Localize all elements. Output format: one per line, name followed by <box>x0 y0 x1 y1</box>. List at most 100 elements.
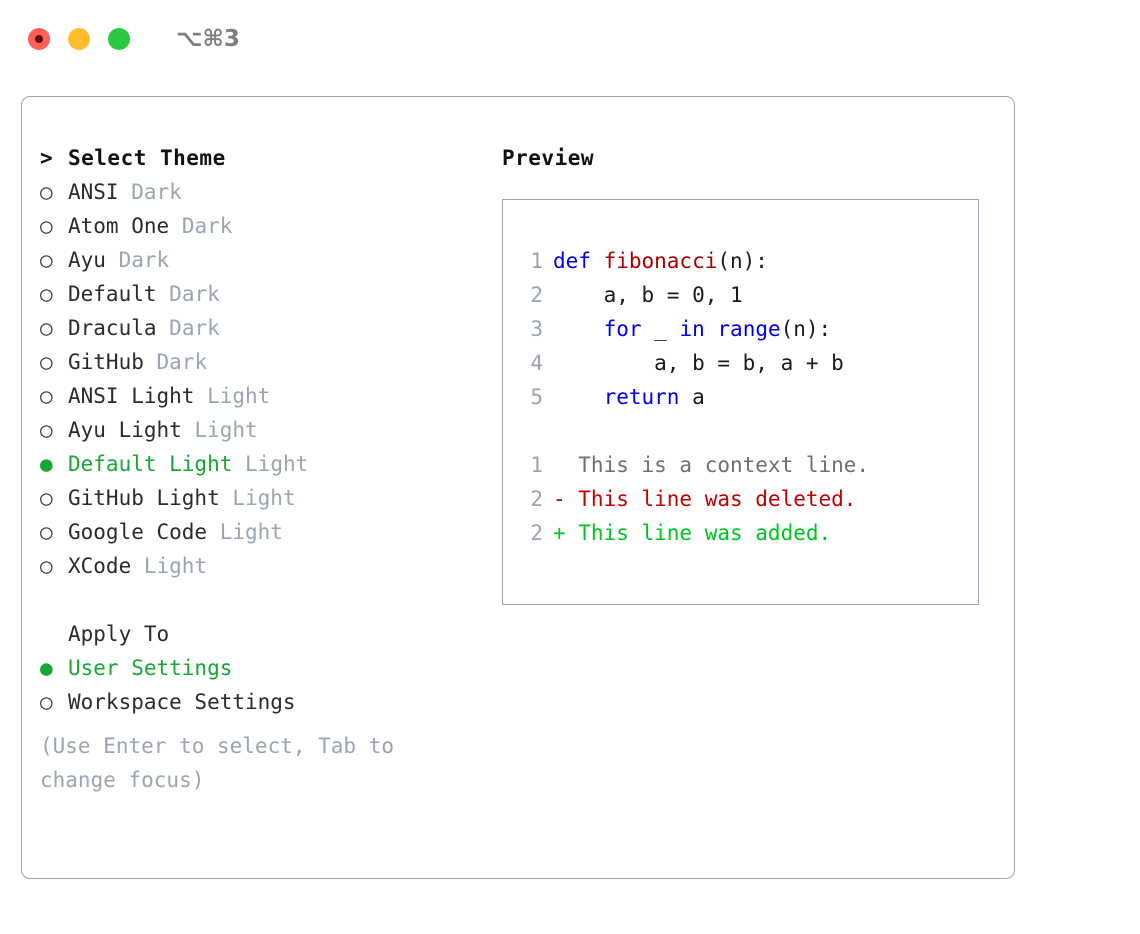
theme-name: Default <box>68 282 157 306</box>
diff-line-number: 1 <box>530 453 543 477</box>
radio-unselected-icon[interactable]: ○ <box>40 520 53 544</box>
theme-name-tag-space <box>119 175 132 209</box>
apply-to-header: ○ Apply To <box>40 617 500 651</box>
code-token: a, b = b, a + b <box>553 351 844 375</box>
theme-list-item[interactable]: ○ Ayu Dark <box>40 243 500 277</box>
radio-unselected-icon[interactable]: ○ <box>40 690 53 714</box>
select-theme-header: > Select Theme <box>40 141 500 175</box>
maximize-button[interactable] <box>108 28 130 50</box>
radio-unselected-icon[interactable]: ○ <box>40 214 53 238</box>
theme-list-item[interactable]: ○Ayu Light Light <box>40 413 500 447</box>
diff-line-number: 2 <box>530 521 543 545</box>
code-line-content: def fibonacci(n): <box>553 244 768 278</box>
select-theme-title: Select Theme <box>68 146 226 170</box>
close-button[interactable] <box>28 28 50 50</box>
theme-name: Default Light <box>68 452 233 476</box>
apply-to-option[interactable]: ○ Workspace Settings <box>40 685 500 719</box>
theme-name-tag-space <box>169 209 182 243</box>
code-token: (n): <box>717 249 768 273</box>
apply-to-option[interactable]: ● User Settings <box>40 651 500 685</box>
theme-name-tag-space <box>220 481 233 515</box>
apply-to-option-list: ● User Settings ○ Workspace Settings <box>40 651 500 719</box>
theme-list-item[interactable]: ○Google Code Light <box>40 515 500 549</box>
radio-selected-icon[interactable]: ● <box>40 656 53 680</box>
diff-line-content: This is a context line. <box>553 453 870 477</box>
apply-to-marker-placeholder: ○ <box>40 617 68 651</box>
theme-list-item[interactable]: ○Default Dark <box>40 277 500 311</box>
window-titlebar: ⌥⌘3 <box>0 0 1140 78</box>
theme-list-item[interactable]: ○ Atom One Dark <box>40 209 500 243</box>
theme-name: Ayu Light <box>68 418 182 442</box>
theme-variant-tag: Dark <box>181 214 233 238</box>
code-token: a, b = 0, 1 <box>553 283 743 307</box>
theme-list-item[interactable]: ○ANSI Light Light <box>40 379 500 413</box>
theme-name-tag-space <box>194 379 207 413</box>
theme-list-item[interactable]: ○ GitHub Dark <box>40 345 500 379</box>
code-token: _ <box>641 317 680 341</box>
code-token: in <box>679 317 705 341</box>
code-token: (n): <box>780 317 832 341</box>
theme-list-item[interactable]: ●Default Light Light <box>40 447 500 481</box>
diff-line-content: - This line was deleted. <box>553 487 857 511</box>
radio-unselected-icon[interactable]: ○ <box>40 248 53 272</box>
apply-to-title: Apply To <box>68 622 170 646</box>
code-line-content: return a <box>553 380 705 414</box>
radio-unselected-icon[interactable]: ○ <box>40 486 53 510</box>
radio-unselected-icon[interactable]: ○ <box>40 418 53 442</box>
theme-name-tag-space <box>182 413 195 447</box>
code-line-content: a, b = b, a + b <box>553 346 844 380</box>
code-line: 5 return a <box>503 380 978 414</box>
code-token: def <box>553 249 604 273</box>
theme-list-item[interactable]: ○ Dracula Dark <box>40 311 500 345</box>
code-token <box>553 385 604 409</box>
theme-list-item[interactable]: ○ANSI Dark <box>40 175 500 209</box>
theme-variant-tag: Dark <box>118 248 170 272</box>
theme-name: Dracula <box>68 316 157 340</box>
list-spacer <box>40 583 500 617</box>
theme-variant-tag: Dark <box>156 350 208 374</box>
theme-name: GitHub Light <box>68 486 220 510</box>
diff-line-number: 2 <box>530 487 543 511</box>
theme-name: GitHub <box>68 350 144 374</box>
radio-unselected-icon[interactable]: ○ <box>40 350 53 374</box>
diff-line: 1 This is a context line. <box>503 448 978 482</box>
theme-name: Ayu <box>68 248 106 272</box>
radio-unselected-icon[interactable]: ○ <box>40 554 53 578</box>
theme-list-item[interactable]: ○XCode Light <box>40 549 500 583</box>
radio-unselected-icon[interactable]: ○ <box>40 384 53 408</box>
theme-name: ANSI <box>68 180 119 204</box>
apply-to-option-label: Workspace Settings <box>68 690 296 714</box>
diff-line: 2 + This line was added. <box>503 516 978 550</box>
theme-name-tag-space <box>207 515 220 549</box>
radio-unselected-icon[interactable]: ○ <box>40 316 53 340</box>
apply-to-option-label: User Settings <box>68 656 233 680</box>
code-line-content: a, b = 0, 1 <box>553 278 743 312</box>
theme-name-tag-space <box>157 277 170 311</box>
radio-unselected-icon[interactable]: ○ <box>40 180 53 204</box>
diff-line: 2 - This line was deleted. <box>503 482 978 516</box>
theme-name: ANSI Light <box>68 384 195 408</box>
keyboard-shortcut-label: ⌥⌘3 <box>176 25 240 52</box>
theme-list-item[interactable]: ○GitHub Light Light <box>40 481 500 515</box>
theme-name-tag-space <box>106 243 119 277</box>
minimize-button[interactable] <box>68 28 90 50</box>
code-line: 4 a, b = b, a + b <box>503 346 978 380</box>
code-line-number: 3 <box>530 317 543 341</box>
theme-picker-card: > Select Theme ○ANSI Dark○Atom One Dark○… <box>21 96 1015 879</box>
theme-variant-tag: Dark <box>169 316 220 340</box>
code-line: 2 a, b = 0, 1 <box>503 278 978 312</box>
radio-selected-icon[interactable]: ● <box>40 452 53 476</box>
radio-unselected-icon[interactable]: ○ <box>40 282 53 306</box>
code-diff-separator <box>503 414 978 448</box>
diff-line-content: + This line was added. <box>553 521 832 545</box>
code-line-number: 5 <box>530 385 543 409</box>
theme-name: Atom One <box>68 214 170 238</box>
theme-selection-panel: > Select Theme ○ANSI Dark○Atom One Dark○… <box>40 141 500 797</box>
diff-sample: 1 This is a context line. 2 - This line wa… <box>503 448 978 550</box>
code-line-content: for _ in range(n): <box>553 312 832 346</box>
theme-variant-tag: Light <box>143 554 208 578</box>
theme-variant-tag: Light <box>219 520 283 544</box>
